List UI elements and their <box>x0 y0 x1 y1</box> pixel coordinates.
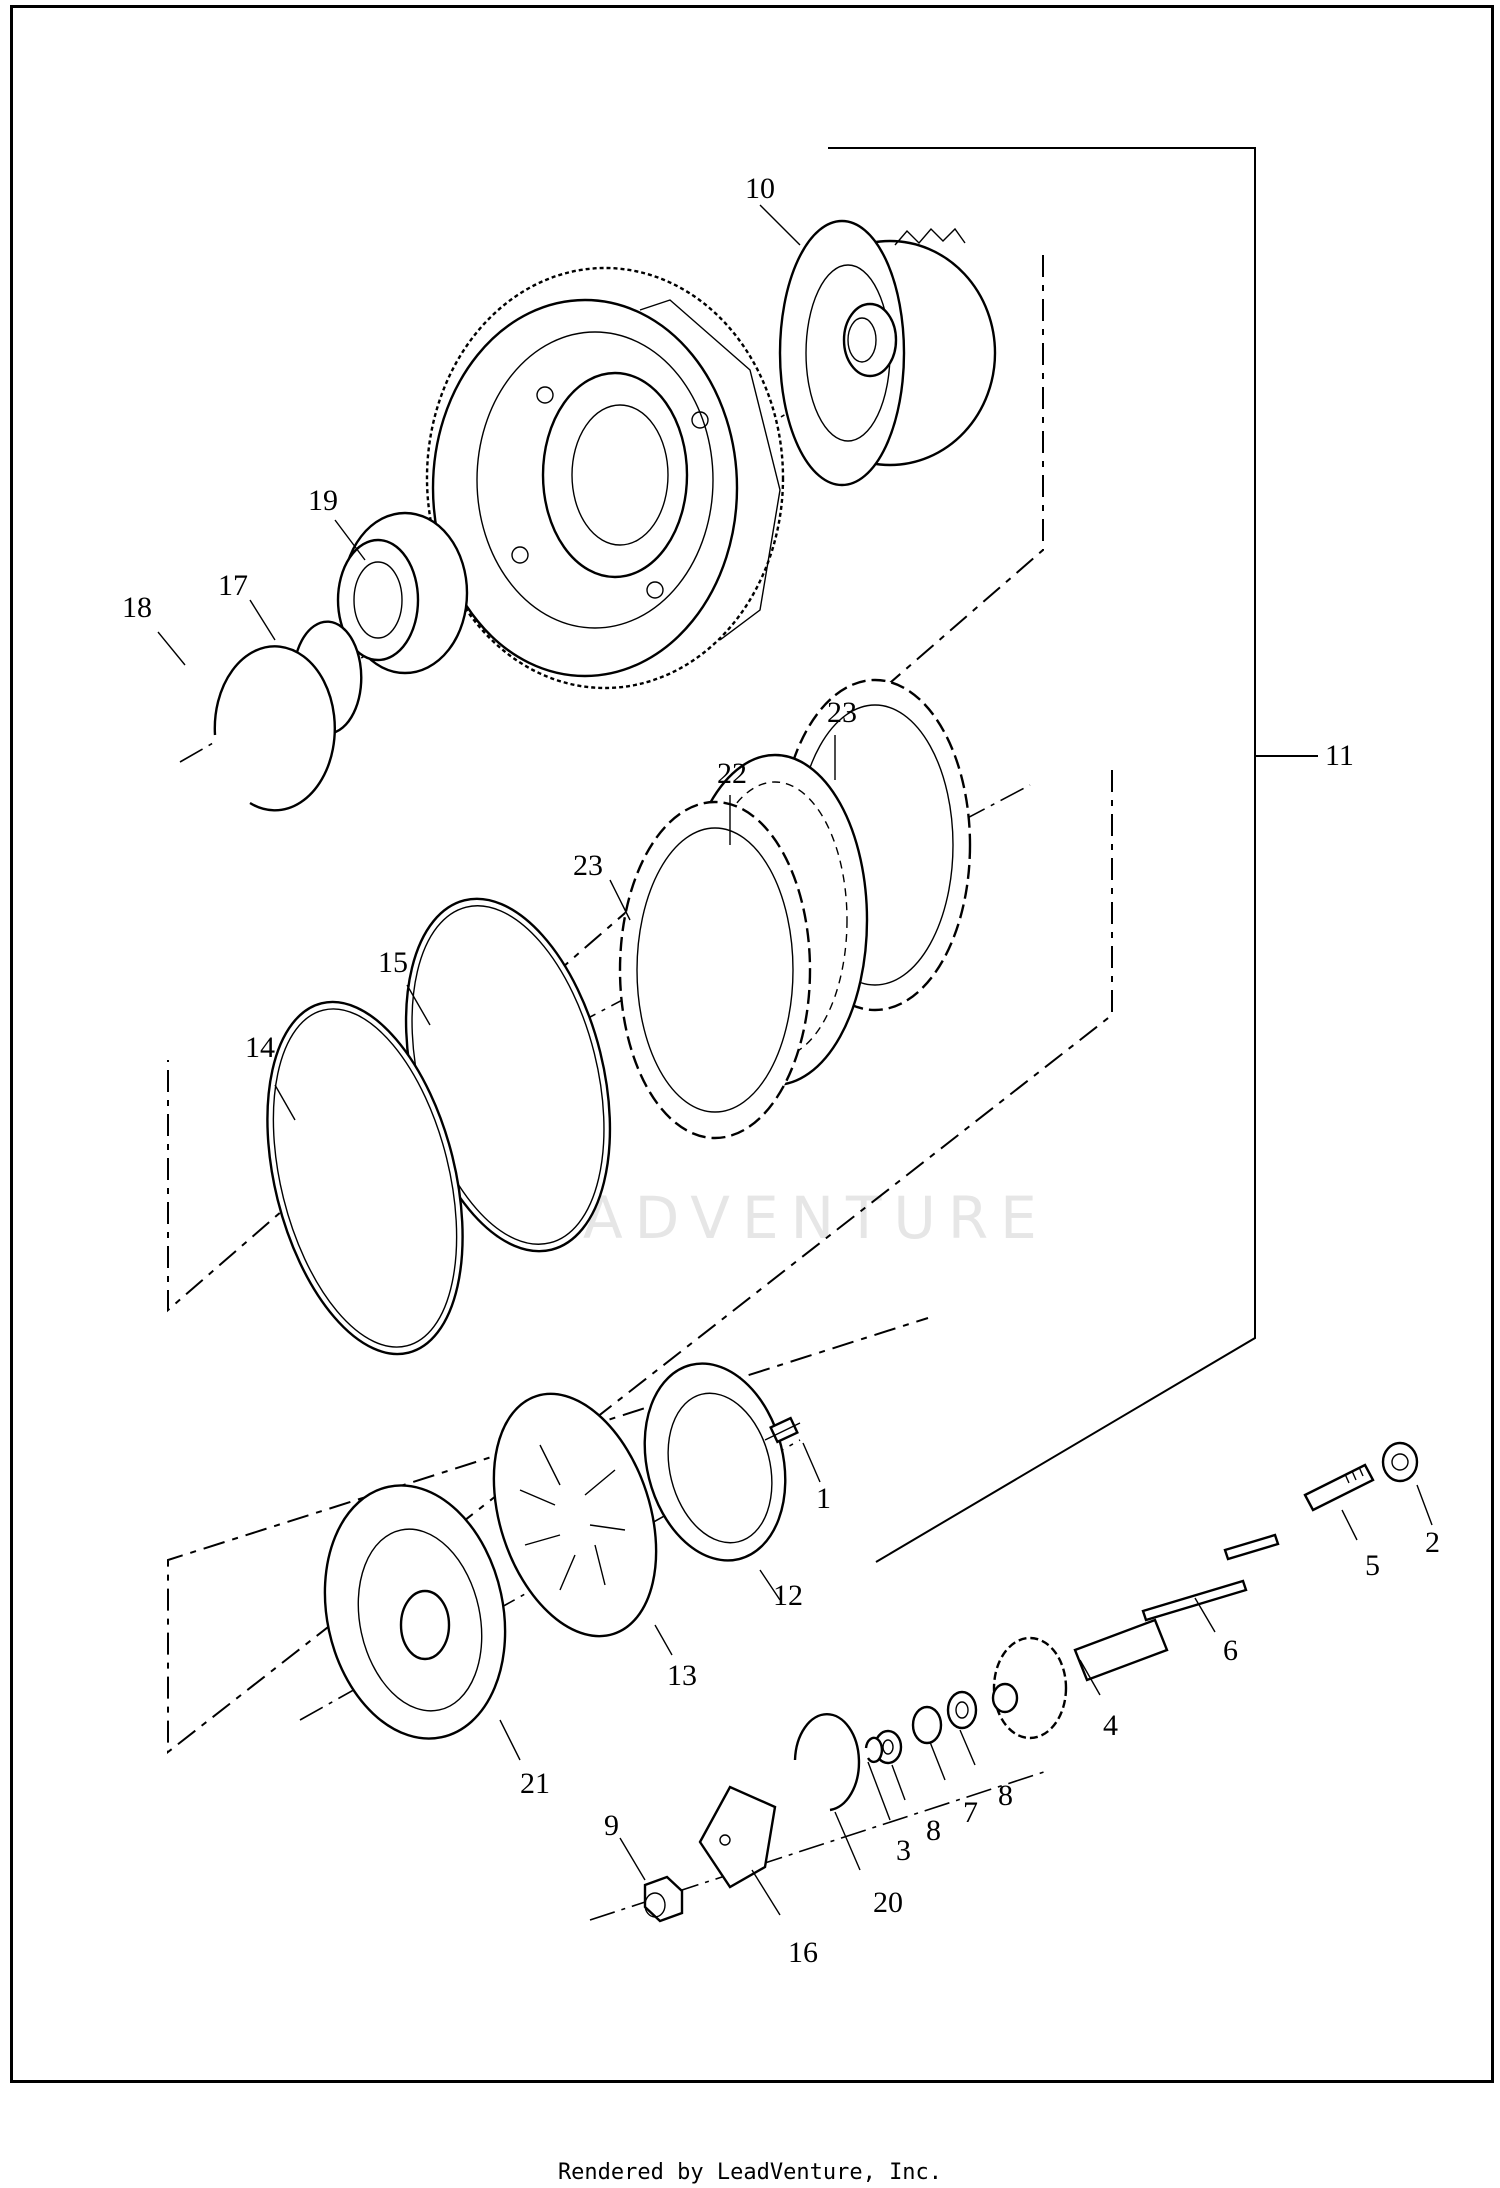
seal-rings <box>266 897 612 1356</box>
callout-16: 16 <box>788 1936 818 1969</box>
callout-21: 21 <box>520 1767 550 1800</box>
assembly-bracket <box>828 147 1318 1563</box>
callout-1: 1 <box>816 1482 831 1515</box>
push-rods <box>1141 1533 1280 1622</box>
spring-seat <box>323 1484 507 1740</box>
callout-11: 11 <box>1325 739 1354 772</box>
callout-23-left: 23 <box>573 849 603 882</box>
clutch-shell <box>425 266 785 690</box>
clutch-plates <box>618 678 972 1140</box>
leader-lines <box>157 204 1433 1916</box>
callout-8-left: 8 <box>926 1814 941 1847</box>
callout-3: 3 <box>896 1834 911 1867</box>
callout-19: 19 <box>308 484 338 517</box>
assembly-boundaries <box>167 255 1113 1755</box>
callout-10: 10 <box>745 172 775 205</box>
callout-labels: 10 11 19 17 18 23 22 23 15 14 1 2 5 6 4 … <box>122 172 1440 1969</box>
bearing <box>336 511 469 675</box>
callout-14: 14 <box>245 1031 275 1064</box>
callout-12: 12 <box>773 1579 803 1612</box>
retaining-plate <box>643 1362 787 1562</box>
callout-9: 9 <box>604 1809 619 1842</box>
callout-13: 13 <box>667 1659 697 1692</box>
callout-6: 6 <box>1223 1634 1238 1667</box>
release-components <box>643 1713 861 1923</box>
callout-18: 18 <box>122 591 152 624</box>
diaphragm-spring <box>492 1392 658 1638</box>
callout-8-right: 8 <box>998 1779 1013 1812</box>
callout-7: 7 <box>963 1796 978 1829</box>
hub-assembly <box>778 219 997 487</box>
callout-15: 15 <box>378 946 408 979</box>
callout-5: 5 <box>1365 1549 1380 1582</box>
callout-23-right: 23 <box>827 696 857 729</box>
callout-4: 4 <box>1103 1709 1118 1742</box>
callout-17: 17 <box>218 569 248 602</box>
release-shaft <box>991 1618 1169 1740</box>
callout-20: 20 <box>873 1886 903 1919</box>
callout-22: 22 <box>717 757 747 790</box>
retaining-rings <box>213 620 363 812</box>
small-washers <box>864 1690 978 1765</box>
footer-credit: Rendered by LeadVenture, Inc. <box>557 2160 943 2185</box>
callout-2: 2 <box>1425 1526 1440 1559</box>
diagram-frame <box>10 5 1494 2083</box>
bolt <box>764 1416 801 1444</box>
nut-and-screw <box>1303 1441 1419 1512</box>
